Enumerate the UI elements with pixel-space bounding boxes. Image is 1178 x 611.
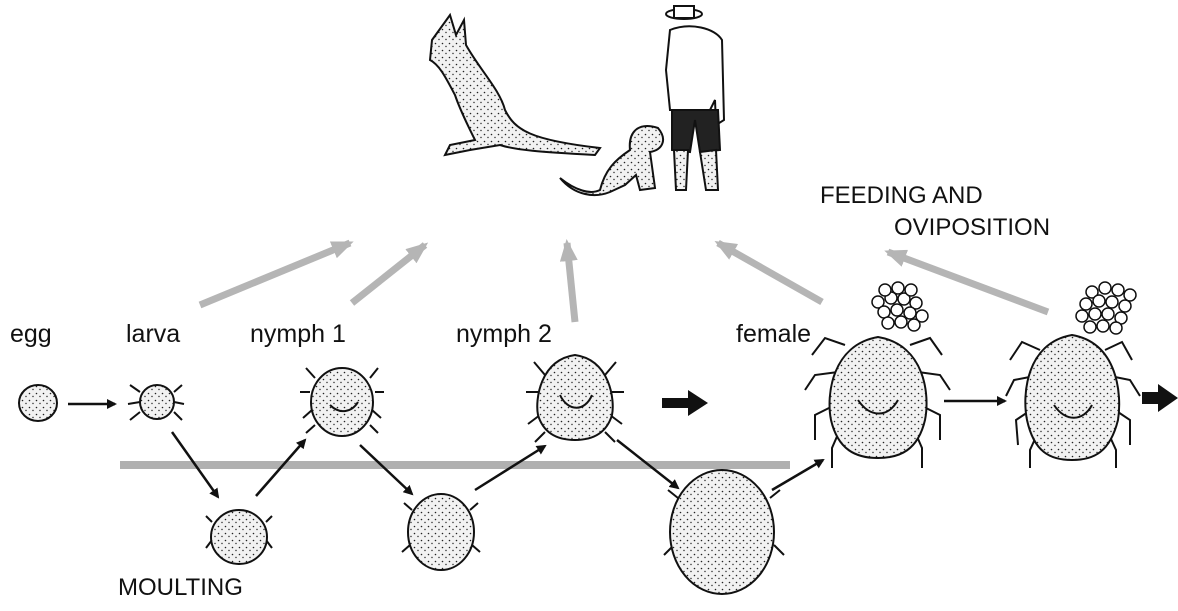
nymph1-tick [300,368,384,436]
egg-label: egg [10,322,52,347]
female-tick-1 [805,337,950,468]
kangaroo-icon [430,15,600,155]
big-arrow-1 [662,390,708,416]
egg-mass-1 [872,282,928,331]
feeding-label-line2: OVIPOSITION [894,216,1050,240]
egg-mass-2 [1076,282,1136,334]
larva-tick [128,385,184,420]
nymph2-label: nymph 2 [456,322,552,347]
moulting-label: MOULTING [118,576,243,600]
moulting-nymph2-tick [664,470,784,594]
nymph2-tick [526,355,624,442]
human-icon [666,6,724,190]
nymph1-label: nymph 1 [250,322,346,347]
female-label: female [736,322,811,347]
moulting-nymph1-tick [402,494,480,570]
larva-label: larva [126,322,180,347]
dog-icon [560,126,663,195]
big-arrow-2 [1142,384,1178,412]
egg-shape [19,385,57,421]
feeding-label-line1: FEEDING AND [820,184,983,208]
moulting-larva-tick [206,510,272,564]
female-tick-2 [1006,335,1140,468]
